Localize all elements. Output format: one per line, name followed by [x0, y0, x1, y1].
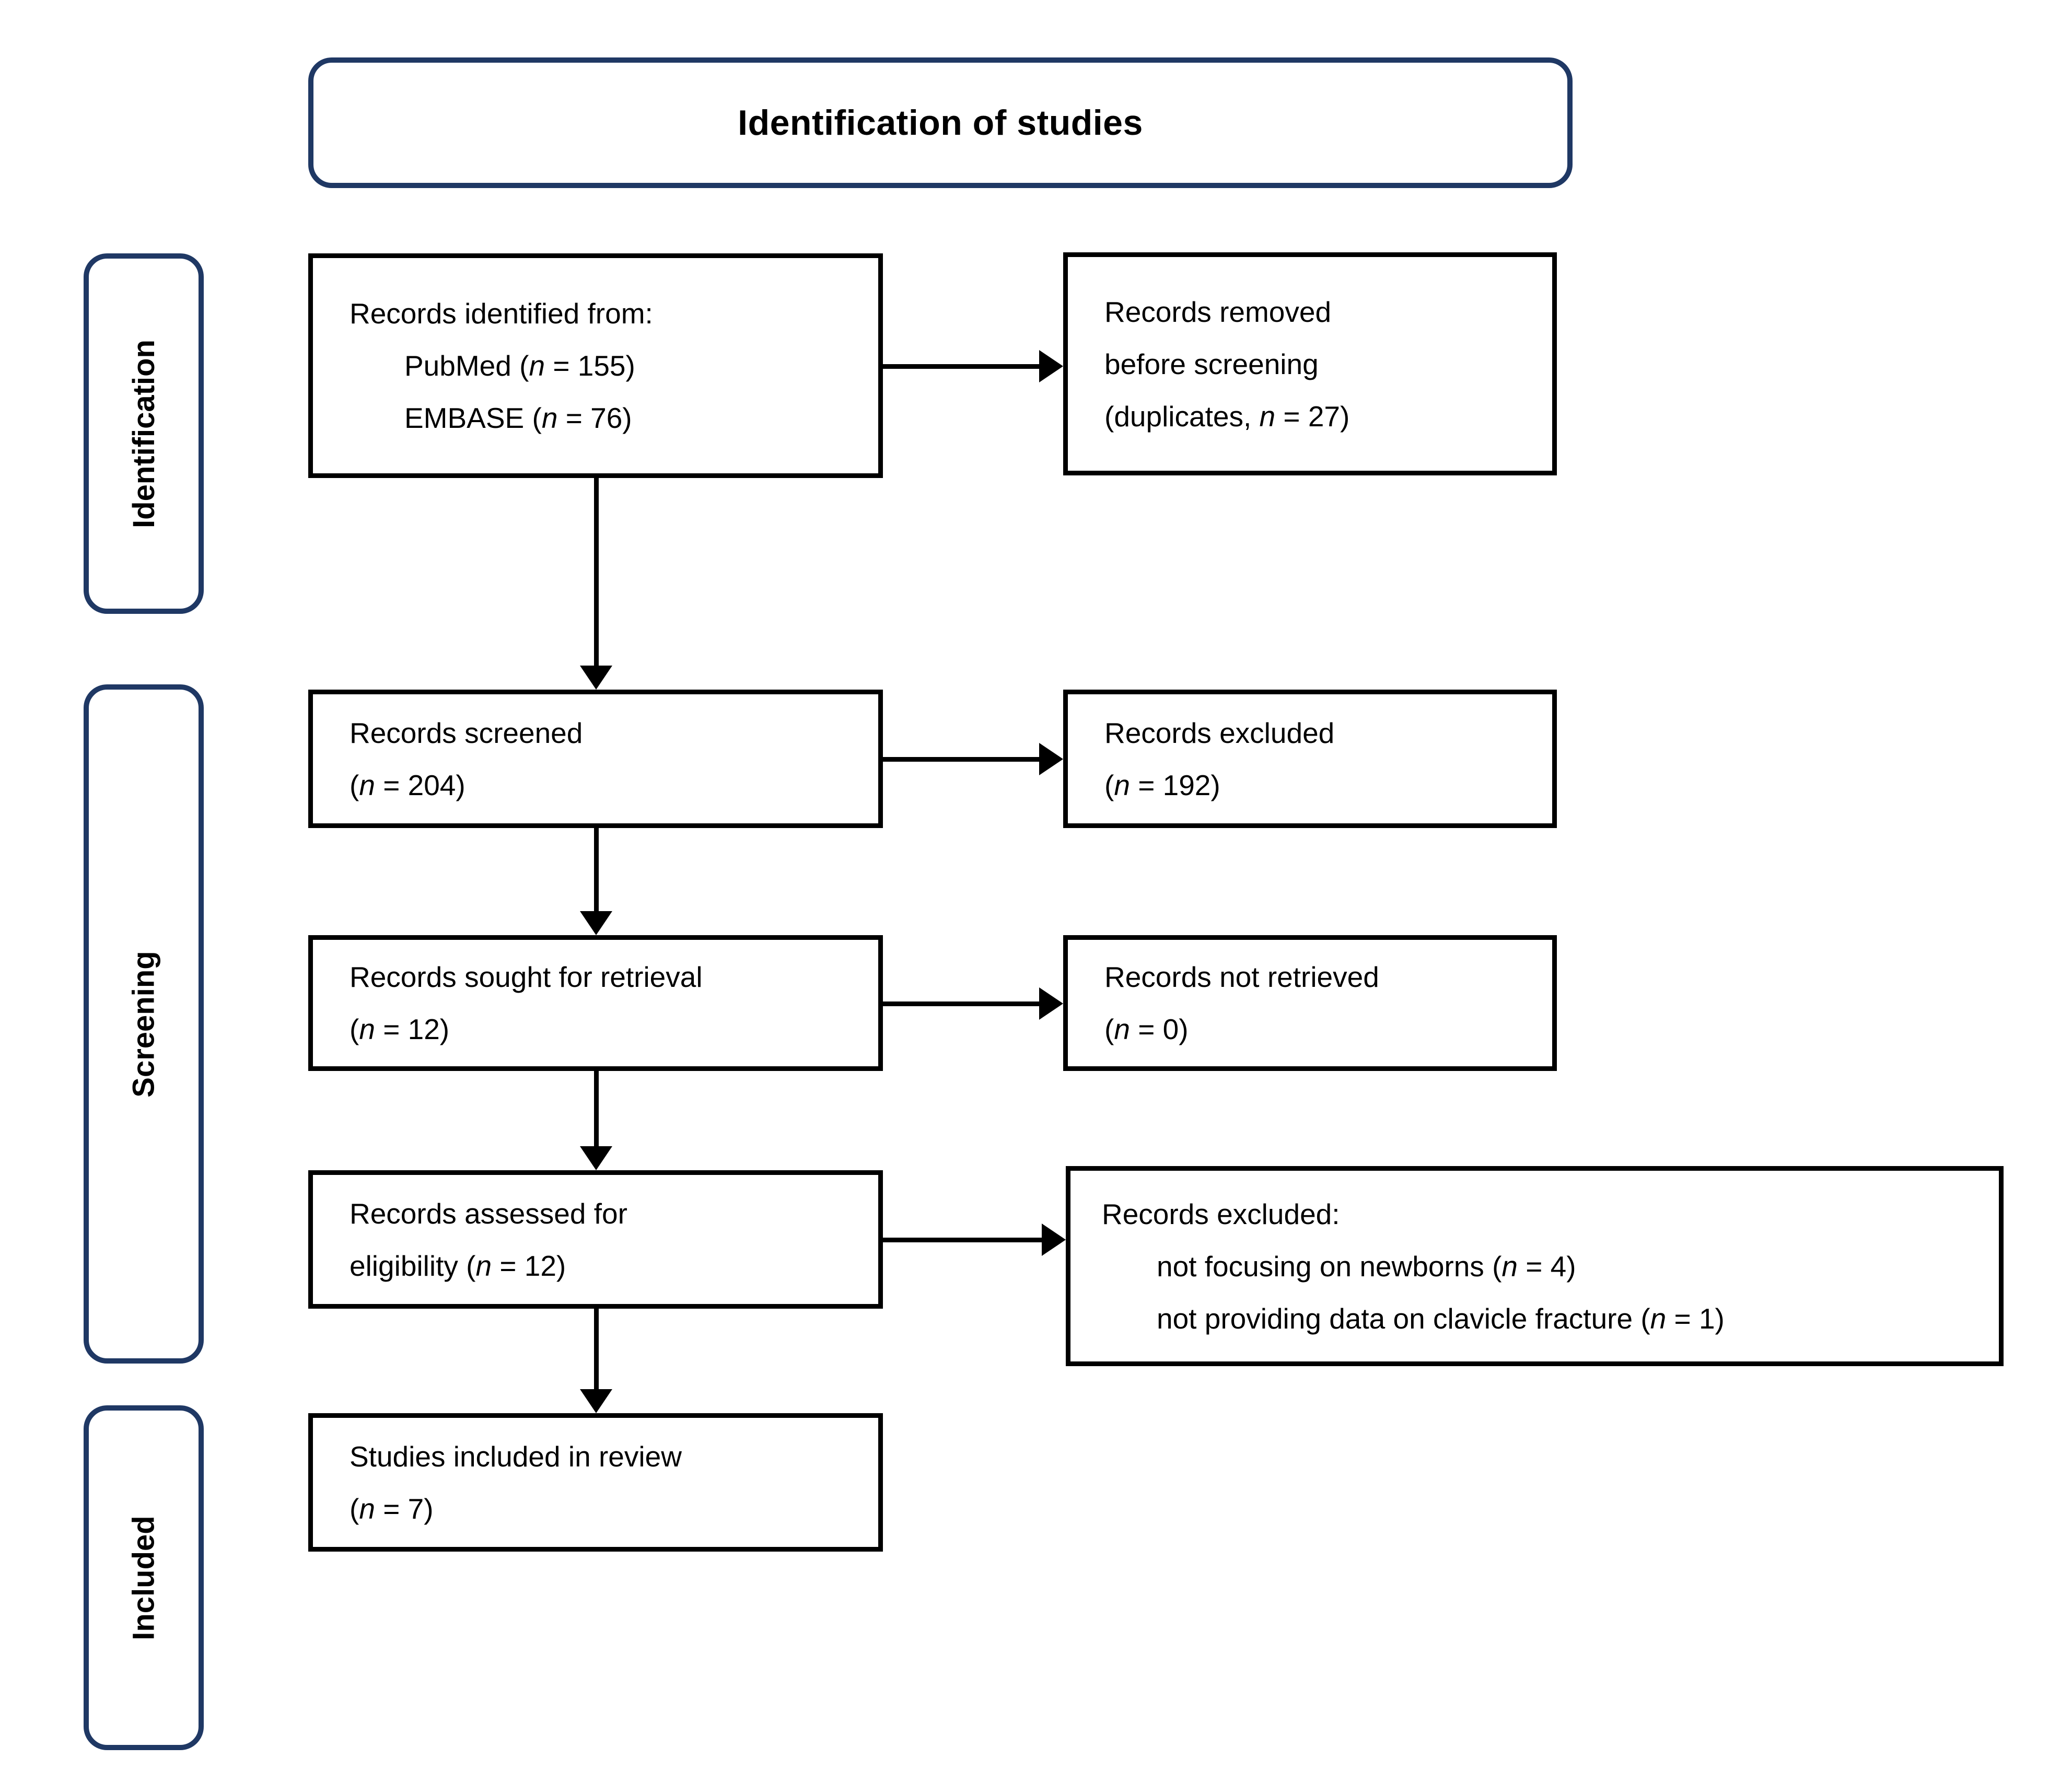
box-records-identified: Records identified from: PubMed (n = 155)… — [308, 253, 883, 478]
stage-box-screening: Screening — [84, 684, 204, 1364]
arrow-shaft — [883, 1238, 1042, 1242]
arrow-identified-to-screened — [580, 478, 612, 690]
box-records-excluded-reasons: Records excluded: not focusing on newborn… — [1066, 1166, 2004, 1366]
stage-label-included: Included — [126, 1515, 161, 1640]
box-records-removed: Records removed before screening (duplicat… — [1063, 252, 1557, 475]
box-line: (duplicates, n = 27) — [1104, 400, 1350, 433]
arrow-head-right-icon — [1039, 743, 1063, 775]
arrow-assessed-to-included — [580, 1309, 612, 1413]
diagram-title-box: Identification of studies — [308, 57, 1573, 188]
box-records-not-retrieved: Records not retrieved (n = 0) — [1063, 935, 1557, 1071]
arrow-identified-to-removed — [883, 350, 1063, 382]
box-line: Records assessed for — [350, 1197, 627, 1230]
stage-label-screening: Screening — [126, 950, 161, 1098]
box-studies-included: Studies included in review (n = 7) — [308, 1413, 883, 1552]
arrow-head-down-icon — [580, 666, 612, 690]
arrow-shaft — [594, 478, 599, 666]
box-line: before screening — [1104, 347, 1319, 380]
arrow-sought-to-not-retrieved — [883, 987, 1063, 1020]
arrow-screened-to-excluded — [883, 743, 1063, 775]
box-line: Records removed — [1104, 295, 1332, 328]
box-records-sought: Records sought for retrieval (n = 12) — [308, 935, 883, 1071]
box-line: Records not retrieved — [1104, 961, 1379, 993]
diagram-title: Identification of studies — [738, 103, 1143, 143]
box-line: Records identified from: — [350, 297, 653, 330]
arrow-head-right-icon — [1039, 350, 1063, 382]
box-records-assessed: Records assessed for eligibility (n = 12) — [308, 1170, 883, 1309]
arrow-shaft — [883, 364, 1040, 369]
box-line: PubMed (n = 155) — [404, 350, 635, 382]
arrow-sought-to-assessed — [580, 1071, 612, 1170]
box-line: EMBASE (n = 76) — [404, 402, 632, 434]
box-line: (n = 0) — [1104, 1013, 1189, 1045]
arrow-assessed-to-excluded-reasons — [883, 1224, 1066, 1256]
box-line: Records excluded — [1104, 716, 1335, 749]
arrow-shaft — [594, 1309, 599, 1390]
arrow-head-right-icon — [1042, 1224, 1066, 1256]
box-records-screened: Records screened (n = 204) — [308, 690, 883, 828]
box-line: (n = 192) — [1104, 768, 1220, 801]
box-line: Studies included in review — [350, 1440, 682, 1473]
arrow-head-right-icon — [1039, 987, 1063, 1020]
stage-label-identification: Identification — [126, 339, 161, 528]
arrow-head-down-icon — [580, 911, 612, 935]
box-line: Records sought for retrieval — [350, 961, 703, 993]
stage-box-identification: Identification — [84, 253, 204, 614]
box-records-excluded: Records excluded (n = 192) — [1063, 690, 1557, 828]
arrow-shaft — [883, 757, 1040, 762]
arrow-head-down-icon — [580, 1389, 612, 1413]
arrow-shaft — [594, 828, 599, 912]
box-line: (n = 12) — [350, 1013, 450, 1045]
arrow-shaft — [594, 1071, 599, 1147]
box-line: not providing data on clavicle fracture … — [1157, 1302, 1725, 1335]
box-line: Records excluded: — [1102, 1197, 1340, 1230]
box-line: (n = 7) — [350, 1492, 434, 1525]
box-line: eligibility (n = 12) — [350, 1249, 566, 1282]
arrow-head-down-icon — [580, 1146, 612, 1170]
box-line: (n = 204) — [350, 768, 465, 801]
arrow-shaft — [883, 1001, 1040, 1006]
box-line: not focusing on newborns (n = 4) — [1157, 1250, 1576, 1283]
box-line: Records screened — [350, 716, 583, 749]
arrow-screened-to-sought — [580, 828, 612, 935]
stage-box-included: Included — [84, 1405, 204, 1750]
